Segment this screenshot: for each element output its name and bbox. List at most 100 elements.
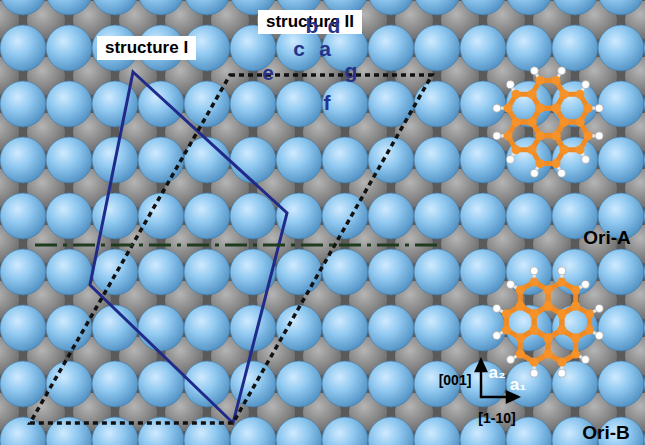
surface-atom <box>368 193 414 239</box>
surface-atom <box>0 0 46 15</box>
surface-atom <box>644 81 645 127</box>
site-letter: a <box>319 38 331 59</box>
surface-atom <box>414 137 460 183</box>
surface-atom <box>506 25 552 71</box>
surface-atom <box>322 249 368 295</box>
surface-atom <box>0 417 46 445</box>
surface-atom <box>184 305 230 351</box>
surface-atom <box>46 361 92 407</box>
surface-atom <box>644 305 645 351</box>
surface-atom <box>138 81 184 127</box>
surface-atom <box>46 137 92 183</box>
direction-label: [001] <box>439 373 472 387</box>
surface-atom <box>0 305 46 351</box>
surface-atom <box>276 137 322 183</box>
surface-atom <box>46 25 92 71</box>
surface-atom <box>506 305 552 351</box>
surface-atom <box>506 81 552 127</box>
coronene-molecule <box>493 267 604 377</box>
surface-atom <box>644 25 645 71</box>
surface-atom <box>460 193 506 239</box>
surface-atom <box>598 0 644 15</box>
surface-atom <box>552 0 598 15</box>
direction-label: [1-10] <box>478 411 515 425</box>
unit-cell-two <box>30 75 432 423</box>
surface-atom <box>276 361 322 407</box>
surface-atom <box>644 193 645 239</box>
surface-atom <box>46 0 92 15</box>
surface-atom <box>322 81 368 127</box>
surface-atom <box>414 305 460 351</box>
arrow-head <box>507 392 518 402</box>
surface-atom <box>184 193 230 239</box>
surface-atom <box>368 249 414 295</box>
surface-atom <box>414 193 460 239</box>
surface-atom <box>230 193 276 239</box>
surface-atom <box>0 25 46 71</box>
surface-atom <box>92 193 138 239</box>
surface-atom <box>506 361 552 407</box>
surface-atom <box>230 81 276 127</box>
surface-atom <box>138 249 184 295</box>
surface-atom <box>644 361 645 407</box>
surface-atom <box>414 25 460 71</box>
surface-atom <box>0 193 46 239</box>
unit-cell-one <box>90 72 287 423</box>
surface-atom <box>414 0 460 15</box>
surface-atom <box>46 193 92 239</box>
surface-atom <box>460 305 506 351</box>
vector-label: a₁ <box>510 376 527 393</box>
surface-atom <box>276 81 322 127</box>
axis-arrow <box>480 396 510 399</box>
surface-atom <box>322 305 368 351</box>
site-letter: c <box>293 38 305 59</box>
arrow-head <box>476 360 486 371</box>
surface-atom <box>0 81 46 127</box>
surface-atom <box>598 81 644 127</box>
surface-atom <box>92 249 138 295</box>
surface-atom <box>184 249 230 295</box>
surface-atom <box>598 137 644 183</box>
surface-atom <box>184 0 230 15</box>
surface-atom <box>46 305 92 351</box>
surface-atom <box>92 361 138 407</box>
surface-atom <box>138 417 184 445</box>
surface-atom <box>644 0 645 15</box>
surface-atom <box>414 417 460 445</box>
surface-atom <box>184 417 230 445</box>
surface-atom <box>368 305 414 351</box>
surface-atom <box>368 361 414 407</box>
surface-atom <box>138 0 184 15</box>
surface-atom <box>230 361 276 407</box>
surface-atom <box>322 417 368 445</box>
surface-atom <box>138 193 184 239</box>
surface-atom <box>644 137 645 183</box>
surface-atom <box>276 417 322 445</box>
surface-atom <box>0 361 46 407</box>
surface-atom <box>276 305 322 351</box>
surface-atom <box>0 137 46 183</box>
surface-atom <box>230 137 276 183</box>
surface-atom <box>552 361 598 407</box>
surface-atom <box>598 25 644 71</box>
surface-atom <box>138 137 184 183</box>
site-letter: f <box>324 92 331 113</box>
orientation-label: Ori-A <box>583 228 631 247</box>
surface-atom <box>552 25 598 71</box>
structure-name: structure I <box>105 38 188 57</box>
surface-atom <box>506 193 552 239</box>
surface-atom <box>46 249 92 295</box>
axis-arrow <box>480 368 483 398</box>
surface-atom <box>230 417 276 445</box>
surface-atom <box>92 305 138 351</box>
surface-atom <box>368 417 414 445</box>
orientation-label: Ori-B <box>582 423 630 442</box>
surface-atom <box>598 361 644 407</box>
site-letter: b <box>306 15 319 36</box>
surface-atom <box>506 0 552 15</box>
domain-boundary <box>35 244 437 247</box>
surface-atom <box>506 249 552 295</box>
surface-atom <box>322 361 368 407</box>
surface-atom <box>46 81 92 127</box>
